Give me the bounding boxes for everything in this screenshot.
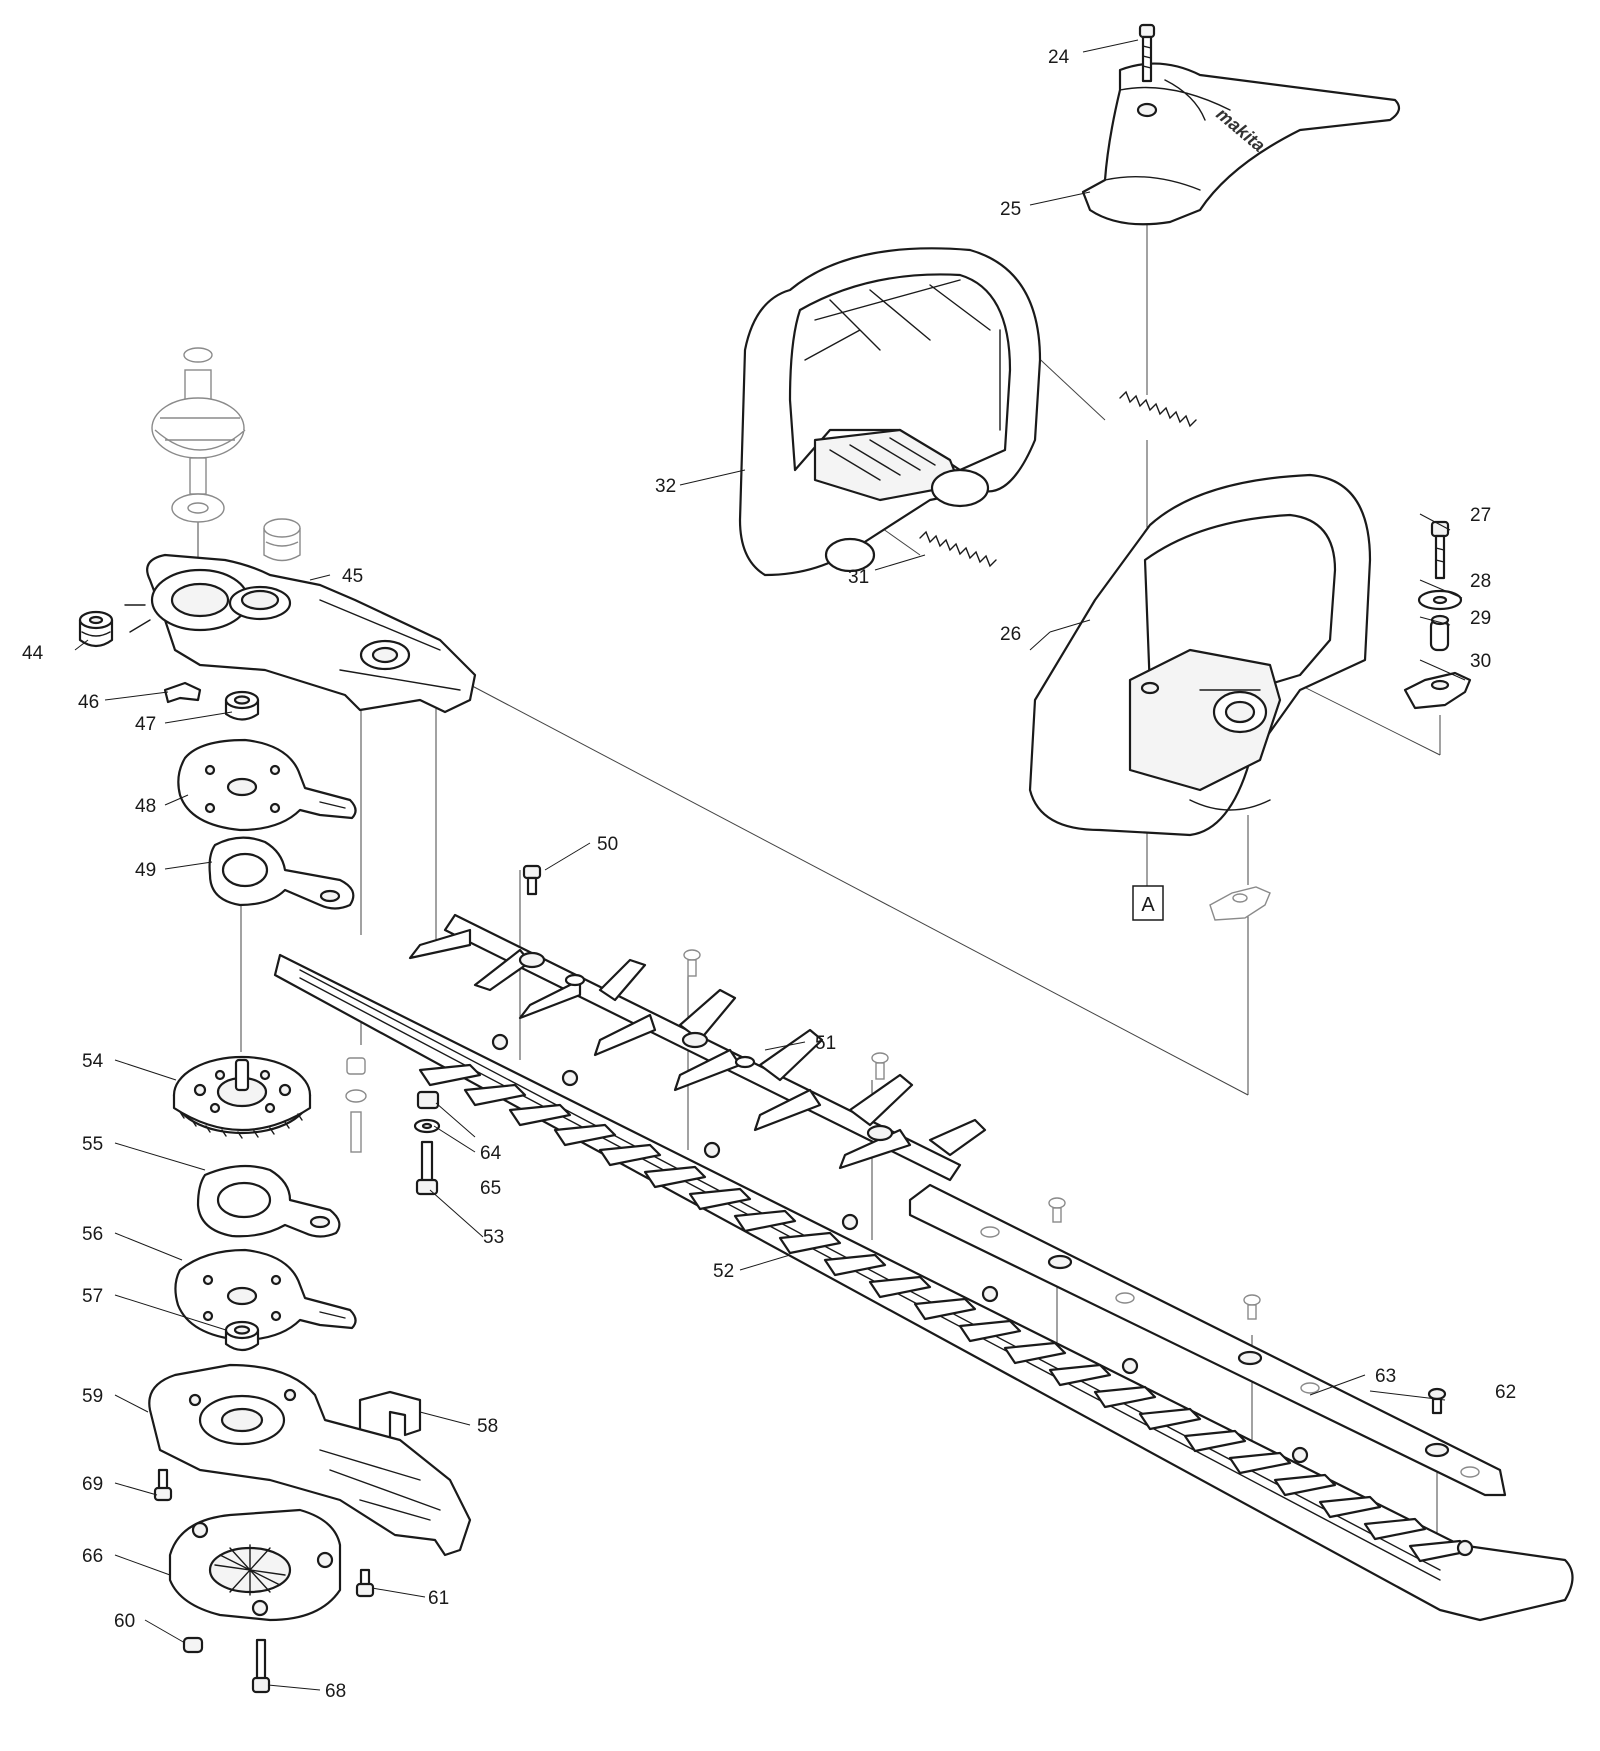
screw-part-27 (1430, 520, 1450, 580)
callout-62: 62 (1495, 1382, 1516, 1403)
handle-cover-part-25: makita (1081, 62, 1401, 226)
handle-frame-part-32 (738, 247, 1042, 577)
nut-ghost (1209, 886, 1271, 921)
callout-50: 50 (597, 834, 618, 855)
callout-57: 57 (82, 1286, 103, 1307)
callout-61: 61 (428, 1588, 449, 1609)
callout-59: 59 (82, 1386, 103, 1407)
plate-part-48 (177, 738, 357, 832)
callout-52: 52 (713, 1261, 734, 1282)
callout-26: 26 (1000, 624, 1021, 645)
leader-lines (74, 39, 1466, 1691)
callout-29: 29 (1470, 608, 1491, 629)
nut-ghost-left (345, 1057, 367, 1153)
callout-24: 24 (1048, 47, 1070, 68)
ring-link-part-49 (208, 836, 355, 910)
lower-housing-part-59 (148, 1363, 472, 1557)
callout-66: 66 (82, 1546, 103, 1567)
screw-part-61 (355, 1568, 375, 1598)
callout-47: 47 (135, 714, 156, 735)
washer-part-65 (413, 1118, 441, 1134)
blade-holder-arms (408, 928, 987, 1170)
reference-marker: A (1132, 885, 1164, 921)
callout-27: 27 (1470, 505, 1491, 526)
sleeve-part-29 (1429, 614, 1450, 652)
bearing-part-47 (224, 690, 260, 721)
callout-65: 65 (480, 1178, 501, 1199)
guide-bar-part-63 (908, 1183, 1507, 1497)
washer-part-28 (1417, 589, 1463, 611)
nut-part-64 (416, 1090, 440, 1110)
blade-holder-part-51 (408, 913, 987, 1182)
screw-small-2 (871, 1052, 889, 1080)
gear-housing-part-45 (124, 553, 477, 714)
cover-part-66 (168, 1508, 342, 1622)
plate-part-46 (163, 681, 202, 704)
plate-part-56 (174, 1248, 357, 1342)
bolt-part-53 (415, 1140, 439, 1196)
callout-53: 53 (483, 1227, 504, 1248)
callout-32: 32 (655, 476, 676, 497)
screw-part-62 (1427, 1387, 1447, 1415)
callout-31: 31 (848, 567, 869, 588)
callout-55: 55 (82, 1134, 103, 1155)
callout-60: 60 (114, 1611, 135, 1632)
callout-56: 56 (82, 1224, 103, 1245)
armature-ghost (151, 347, 246, 523)
spring-part-31 (919, 530, 997, 568)
callout-49: 49 (135, 860, 156, 881)
screw-part-50 (522, 864, 542, 896)
callout-44: 44 (22, 643, 44, 664)
screw-part-69 (153, 1468, 173, 1502)
callout-28: 28 (1470, 571, 1491, 592)
screw-small-1 (683, 949, 701, 977)
callout-30: 30 (1470, 651, 1491, 672)
callout-58: 58 (477, 1416, 498, 1437)
grommet-part-44 (78, 610, 114, 648)
callout-46: 46 (78, 692, 99, 713)
callout-45: 45 (342, 566, 363, 587)
callout-54: 54 (82, 1051, 104, 1072)
screw-small-4 (1243, 1294, 1261, 1320)
callout-63: 63 (1375, 1366, 1396, 1387)
callout-64: 64 (480, 1143, 502, 1164)
grommet-ghost (263, 518, 301, 562)
blade-teeth (418, 1063, 1472, 1563)
callout-69: 69 (82, 1474, 103, 1495)
spring-part-upper (1119, 390, 1197, 428)
nut-part-30 (1403, 671, 1472, 710)
handle-part-26 (1028, 473, 1372, 837)
ring-link-part-55 (196, 1164, 341, 1238)
svg-text:A: A (1141, 894, 1155, 916)
screw-part-60 (182, 1636, 204, 1654)
callout-51: 51 (815, 1033, 836, 1054)
bearing-part-57 (224, 1320, 260, 1352)
callout-48: 48 (135, 796, 156, 817)
callout-labels: 24 25 26 27 28 29 30 31 32 44 45 46 47 4… (22, 47, 1516, 1702)
callout-25: 25 (1000, 199, 1021, 220)
screw-part-68 (251, 1638, 271, 1694)
callout-68: 68 (325, 1681, 346, 1702)
screw-part-24 (1138, 23, 1156, 83)
blade-part-52 (273, 953, 1574, 1622)
gear-part-54 (172, 1055, 312, 1139)
screw-small-3 (1048, 1197, 1066, 1223)
